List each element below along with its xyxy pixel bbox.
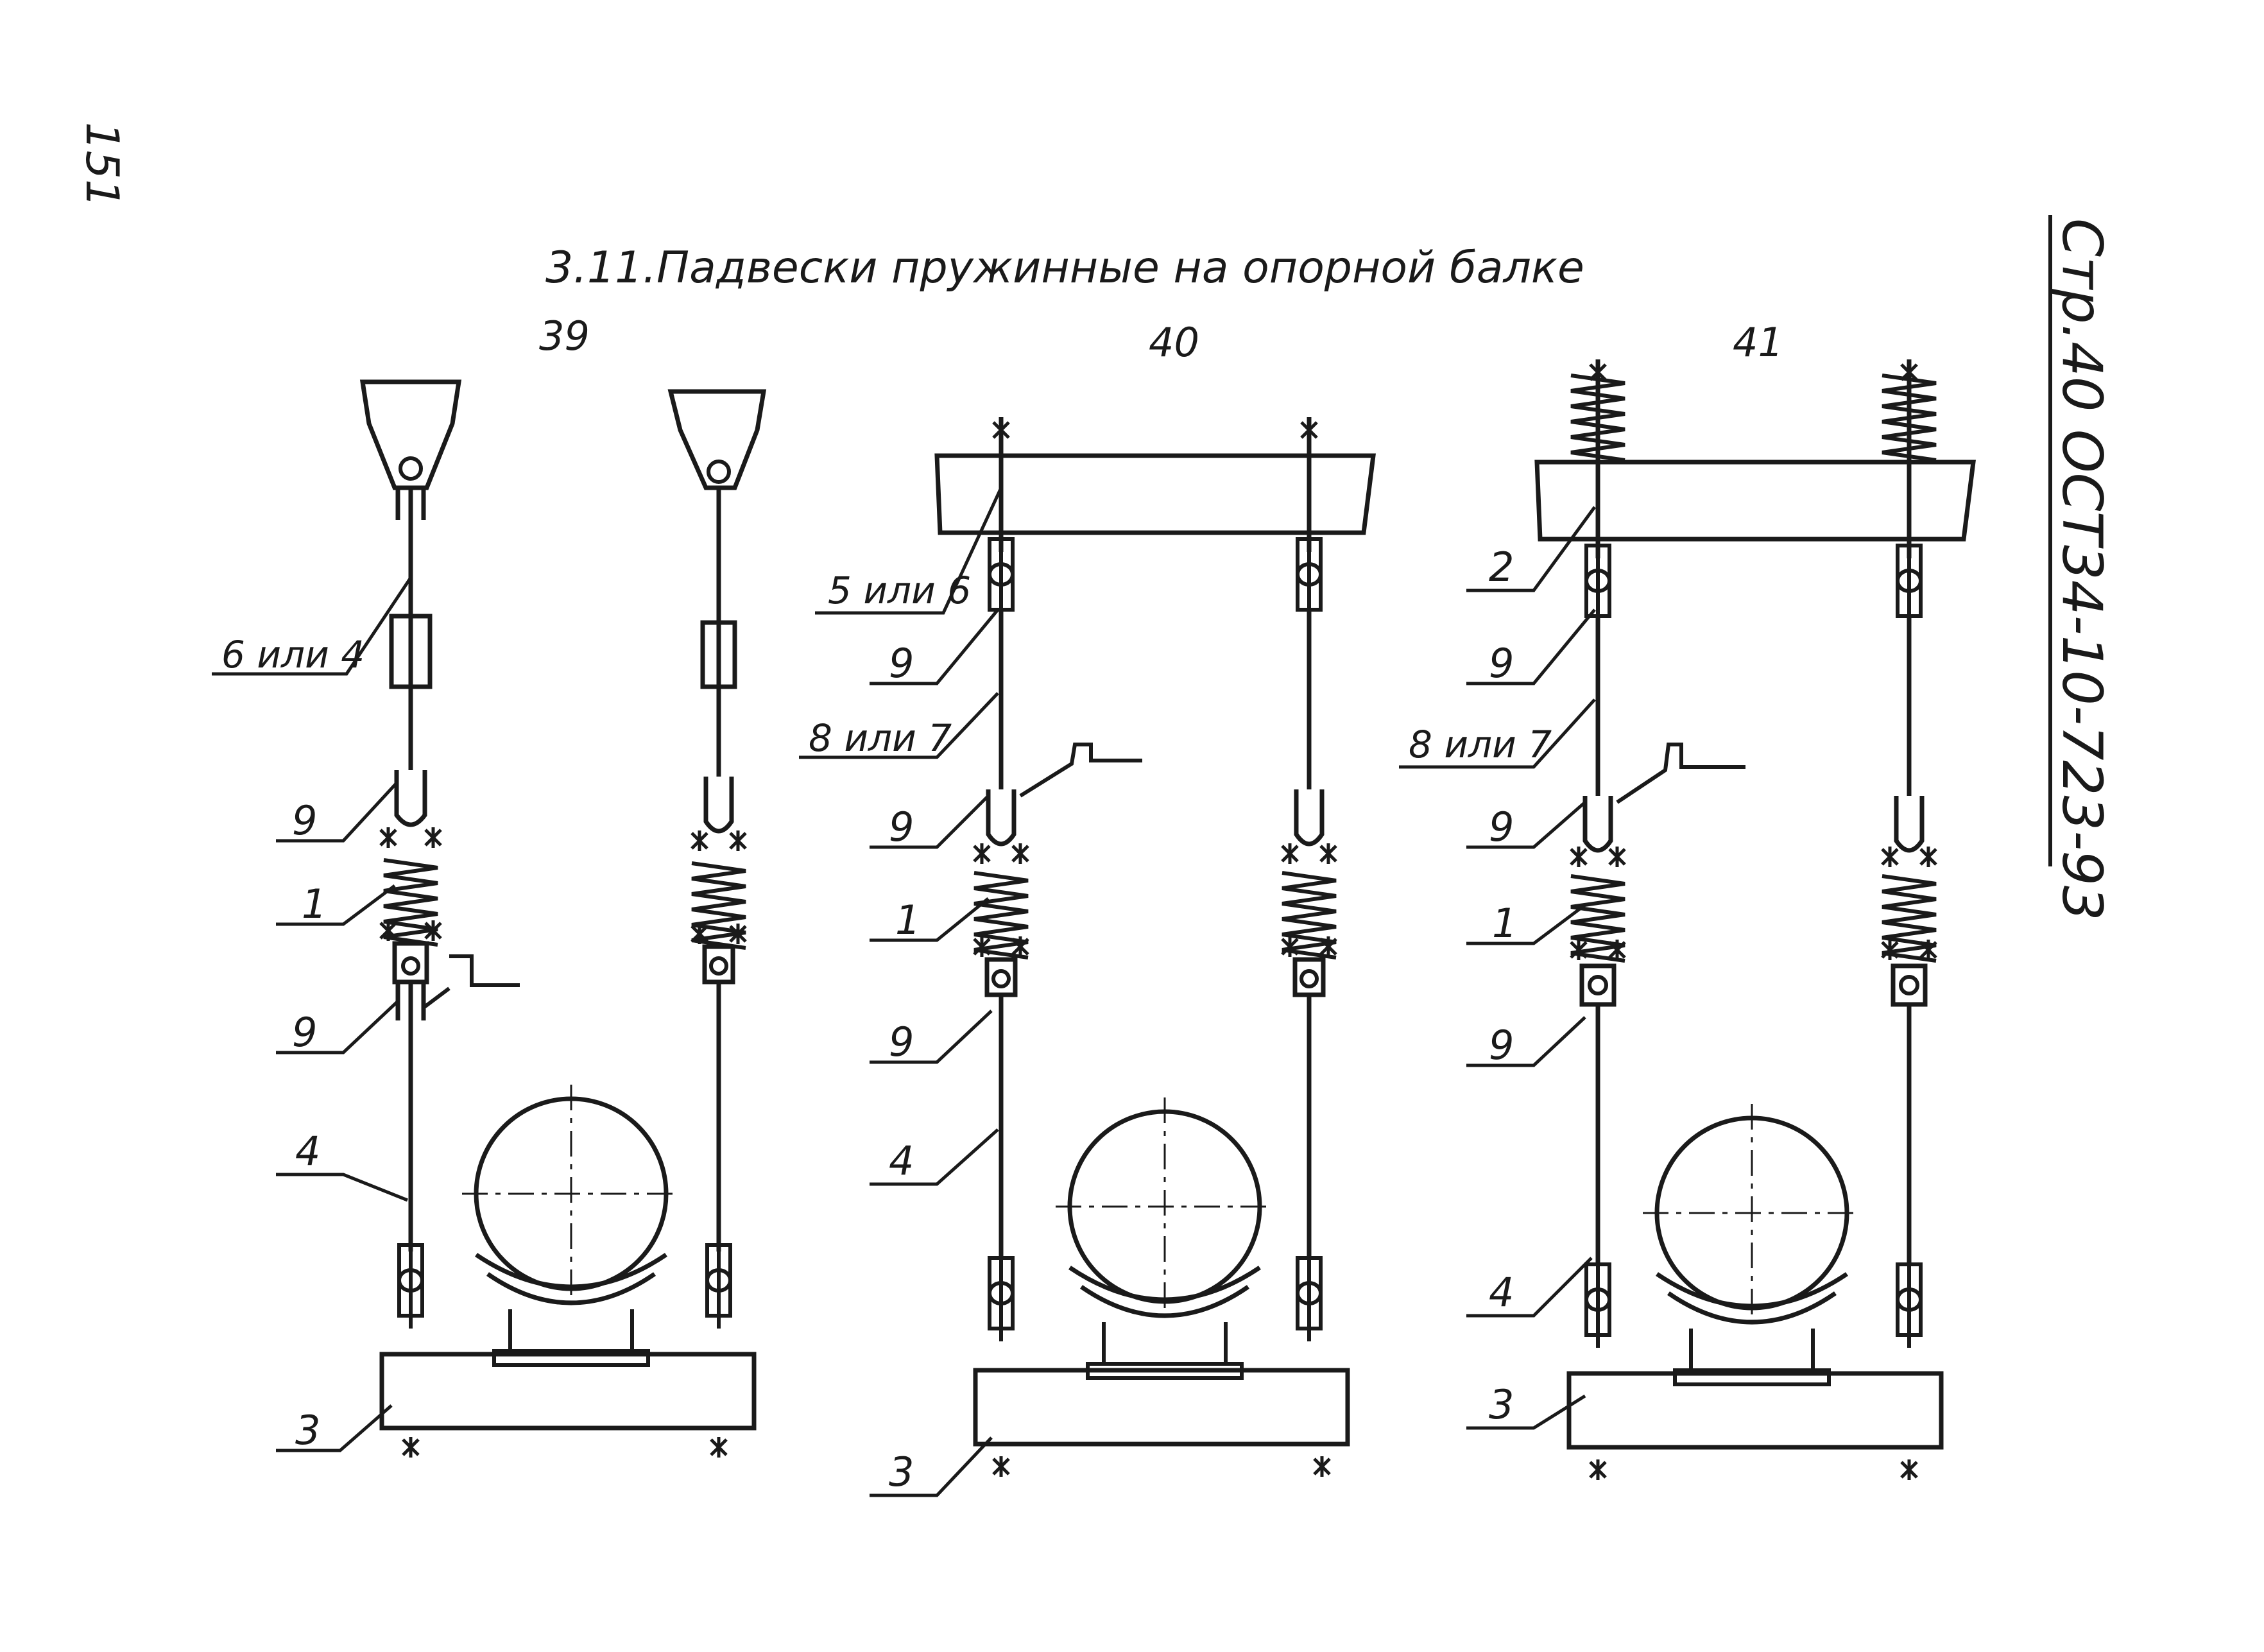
callout-39-c: 1 xyxy=(302,881,327,927)
callout-41-g: 4 xyxy=(1489,1269,1514,1316)
bottom-beam xyxy=(973,1368,1350,1447)
right-top-bracket xyxy=(667,389,767,490)
variant-39-callouts: 6 или 4 9 1 9 4 3 xyxy=(212,576,413,1454)
callout-41-e: 1 xyxy=(1492,900,1517,947)
callout-41-c: 8 или 7 xyxy=(1409,723,1552,766)
right-coupling xyxy=(700,620,737,689)
callout-40-a: 5 или 6 xyxy=(828,569,971,612)
callout-39-d: 9 xyxy=(292,1009,317,1056)
variant-41-assembly xyxy=(1534,359,1976,1480)
callout-40-h: 3 xyxy=(889,1449,914,1495)
top-beam xyxy=(934,453,1376,535)
callout-39-b: 9 xyxy=(292,797,317,844)
bottom-beam xyxy=(379,1352,757,1431)
left-top-bracket xyxy=(359,379,462,490)
callout-40-c: 8 или 7 xyxy=(809,716,952,760)
bottom-beam xyxy=(1566,1371,1944,1450)
variant-39-assembly xyxy=(359,379,767,1458)
variant-40-assembly xyxy=(934,417,1376,1477)
callout-39-f: 3 xyxy=(295,1407,320,1454)
callout-40-e: 1 xyxy=(895,897,920,943)
callout-41-b: 9 xyxy=(1489,640,1514,687)
callout-39-a: 6 или 4 xyxy=(221,633,364,676)
left-coupling xyxy=(389,614,433,689)
callout-41-d: 9 xyxy=(1489,804,1514,850)
variant-41-callouts: 2 9 8 или 7 9 1 9 4 3 xyxy=(1399,506,1597,1430)
callout-41-a: 2 xyxy=(1489,544,1514,590)
left-spring-cup xyxy=(392,941,429,985)
variant-number-40: 40 xyxy=(1149,319,1199,366)
callout-41-h: 3 xyxy=(1489,1381,1514,1428)
callout-40-d: 9 xyxy=(889,804,914,850)
callout-40-b: 9 xyxy=(889,640,914,687)
page-title: 3.11.Падвески пружинные на опорной балке xyxy=(545,243,1584,293)
side-caption: Стр.40 ОСТ34-10-723-93 xyxy=(2050,218,2114,921)
callout-39-e: 4 xyxy=(295,1128,320,1174)
callout-41-f: 9 xyxy=(1489,1022,1514,1069)
variant-40-callouts: 5 или 6 9 8 или 7 9 1 9 4 3 xyxy=(799,486,1003,1497)
corner-mark: 151 xyxy=(76,122,128,208)
callout-40-g: 4 xyxy=(889,1137,914,1184)
variant-number-39: 39 xyxy=(539,313,590,359)
callout-40-f: 9 xyxy=(889,1019,914,1065)
variant-number-41: 41 xyxy=(1733,319,1783,366)
top-beam xyxy=(1534,460,1976,542)
